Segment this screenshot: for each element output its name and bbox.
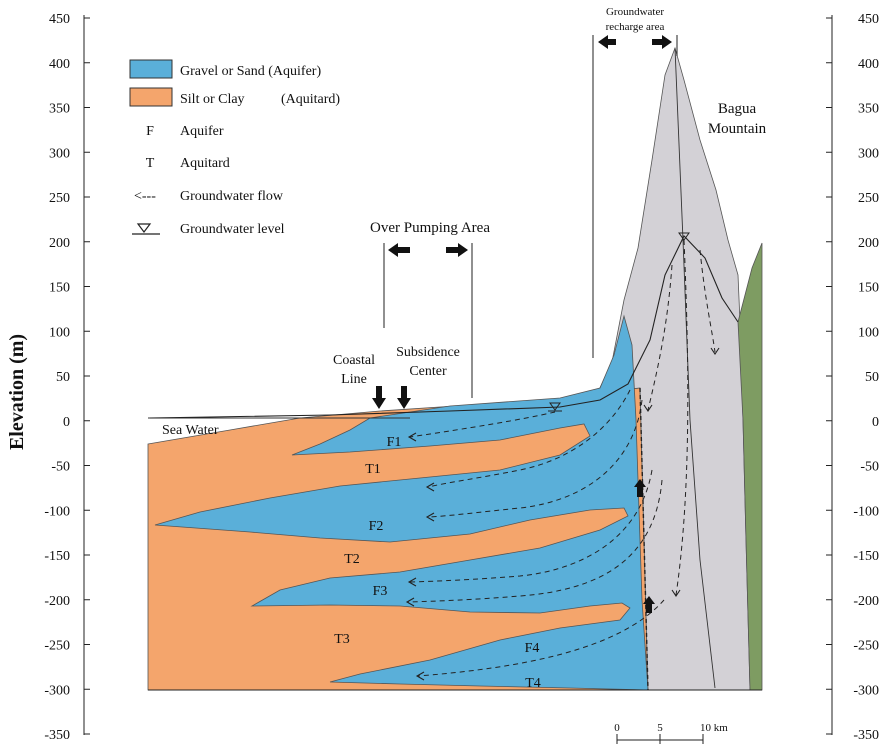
left-tick-label: -350 <box>44 728 70 743</box>
right-tick-label: -100 <box>853 504 879 519</box>
legend-aquitard-label-b: (Aquitard) <box>281 92 340 107</box>
recharge-label-1: Groundwater <box>606 6 664 18</box>
legend-level-icon <box>132 223 160 235</box>
y-axis-label: Elevation (m) <box>6 334 28 450</box>
left-tick-label: 300 <box>49 146 70 161</box>
legend-aquitard-label: Silt or Clay <box>180 92 245 107</box>
right-tick-label: 0 <box>872 415 879 430</box>
upward-arrows <box>634 479 655 613</box>
right-tick-label: -350 <box>853 728 879 743</box>
right-tick-label: -200 <box>853 594 879 609</box>
left-tick-label: 150 <box>49 281 70 296</box>
right-tick-label: 100 <box>858 325 879 340</box>
scale-0: 0 <box>614 722 620 734</box>
right-tick-label: -300 <box>853 683 879 698</box>
coastal-line-label-2: Line <box>341 372 367 387</box>
right-tick-label: 350 <box>858 102 879 117</box>
right-tick-label: 250 <box>858 191 879 206</box>
left-tick-label: -300 <box>44 683 70 698</box>
fault-line <box>639 387 649 691</box>
right-tick-label: 450 <box>858 12 879 27</box>
left-tick-label: 450 <box>49 12 70 27</box>
legend-f-label: Aquifer <box>180 124 224 139</box>
label-T4: T4 <box>525 676 541 691</box>
pump-right-arrow <box>446 243 468 257</box>
label-F1: F1 <box>387 435 402 450</box>
right-tick-label: -150 <box>853 549 879 564</box>
legend-t-label: Aquitard <box>180 156 230 171</box>
pump-left-arrow <box>388 243 410 257</box>
legend-flow-symbol: <--- <box>134 189 156 204</box>
right-tick-label: -50 <box>860 460 879 475</box>
right-tick-label: 300 <box>858 146 879 161</box>
recharge-right-arrow <box>652 35 672 49</box>
scale-5: 5 <box>657 722 663 734</box>
water-table <box>149 235 739 419</box>
left-tick-label: -100 <box>44 504 70 519</box>
subsidence-arrow <box>397 386 411 409</box>
left-tick-label: -50 <box>51 460 70 475</box>
over-pumping-label: Over Pumping Area <box>370 220 490 236</box>
right-tick-label: 50 <box>865 370 879 385</box>
mountain-divide <box>674 47 716 689</box>
right-tick-label: 200 <box>858 236 879 251</box>
water-level-markers <box>548 232 690 412</box>
aquifer-system <box>154 314 649 691</box>
scale-10: 10 km <box>700 722 728 734</box>
left-tick-label: -150 <box>44 549 70 564</box>
label-T3: T3 <box>334 632 350 647</box>
scale-bar <box>616 734 704 744</box>
right-tick-marks <box>826 17 832 735</box>
right-tick-label: 150 <box>858 281 879 296</box>
left-tick-label: 250 <box>49 191 70 206</box>
left-tick-label: 100 <box>49 325 70 340</box>
left-tick-label: 350 <box>49 102 70 117</box>
legend-aquifer-label: Gravel or Sand (Aquifer) <box>180 64 321 79</box>
label-F3: F3 <box>373 584 388 599</box>
left-tick-label: 200 <box>49 236 70 251</box>
right-tick-label: -250 <box>853 639 879 654</box>
left-tick-label: 0 <box>63 415 70 430</box>
legend-t-symbol: T <box>146 156 155 171</box>
legend-f-symbol: F <box>146 124 154 139</box>
subsidence-label-1: Subsidence <box>396 345 460 360</box>
mountain-label-2: Mountain <box>708 121 767 137</box>
label-F2: F2 <box>369 519 384 534</box>
left-tick-labels: 450 400 350 300 250 200 150 100 50 0 -50 -100 -150 -2… <box>44 12 70 743</box>
mountain-label-1: Bagua <box>718 101 757 117</box>
label-T1: T1 <box>365 462 381 477</box>
left-tick-label: 50 <box>56 370 70 385</box>
coastal-line-label-1: Coastal <box>333 353 375 368</box>
left-tick-marks <box>84 17 90 735</box>
flow-arrowheads <box>405 347 720 681</box>
legend-aquifer-swatch <box>129 59 173 79</box>
legend-level-label: Groundwater level <box>180 222 285 237</box>
coastal-arrow <box>372 386 386 409</box>
left-tick-label: -200 <box>44 594 70 609</box>
left-tick-label: -250 <box>44 639 70 654</box>
right-tick-label: 400 <box>858 57 879 72</box>
recharge-left-arrow <box>598 35 616 49</box>
left-tick-label: 400 <box>49 57 70 72</box>
legend-flow-label: Groundwater flow <box>180 189 284 204</box>
recharge-label-2: recharge area <box>606 21 665 33</box>
sea-water-label: Sea Water <box>162 423 219 438</box>
label-F4: F4 <box>525 641 540 656</box>
legend-aquitard-swatch <box>129 87 173 107</box>
right-tick-labels: 450 400 350 300 250 200 150 100 50 0 -50 -100 -150 -2… <box>853 12 879 743</box>
label-T2: T2 <box>344 552 360 567</box>
flow-paths <box>407 239 716 677</box>
subsidence-label-2: Center <box>409 364 447 379</box>
